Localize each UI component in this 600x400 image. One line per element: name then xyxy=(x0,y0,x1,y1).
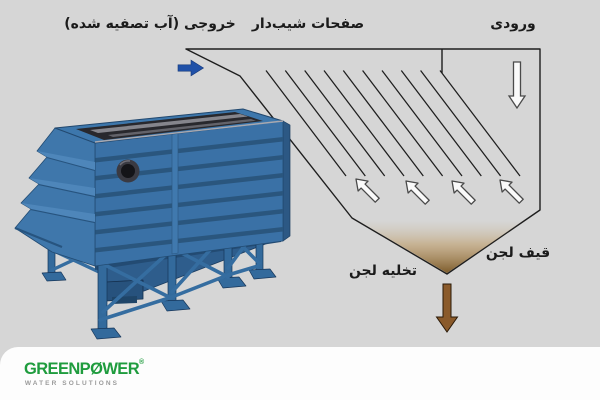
logo-brand-text: GREENPØWER xyxy=(24,360,140,378)
tank-outline xyxy=(185,48,541,275)
greenpower-logo: GREENPØWER® WATER SOLUTIONS xyxy=(24,354,144,387)
machine-right-edge xyxy=(282,120,291,242)
machine-body xyxy=(94,120,291,267)
plate-line xyxy=(284,70,366,177)
clarifier-3d-render xyxy=(14,108,291,340)
plate-line xyxy=(362,70,444,177)
settling-arrow-icon xyxy=(350,173,383,206)
logo-registered-mark: ® xyxy=(139,359,145,366)
settling-arrow-icon xyxy=(400,175,433,208)
machine-foot xyxy=(216,276,247,289)
machine-foot xyxy=(248,268,277,280)
plate-line xyxy=(342,70,424,177)
plate-line xyxy=(381,70,463,177)
tank-wall-path xyxy=(185,48,541,275)
plate-line xyxy=(420,70,502,177)
machine-foot xyxy=(160,299,191,312)
outlet-arrow-icon xyxy=(177,59,205,77)
inclined-plates xyxy=(265,70,521,177)
plate-line xyxy=(304,70,386,177)
discharge-arrow-icon xyxy=(435,283,459,333)
plate-line xyxy=(323,70,405,177)
inlet-arrow-icon xyxy=(508,61,526,109)
machine-top-cover xyxy=(54,108,284,144)
logo-subtitle: WATER SOLUTIONS xyxy=(24,380,120,387)
plate-line xyxy=(265,70,347,177)
label-inclined-plates: صفحات شیب‌دار xyxy=(251,16,365,32)
settling-arrow-icon xyxy=(494,174,527,207)
machine-port-icon xyxy=(116,159,140,183)
machine-step-slope xyxy=(14,127,96,267)
footer-band: GREENPØWER® WATER SOLUTIONS xyxy=(0,347,600,400)
label-sludge-discharge: تخلیه لجن xyxy=(348,263,418,279)
machine-foot xyxy=(90,327,122,340)
plate-line xyxy=(400,70,482,177)
sludge-gradient xyxy=(357,220,525,273)
settling-arrow-icon xyxy=(446,175,479,208)
plate-line xyxy=(439,70,521,177)
settling-flow-arrows xyxy=(350,173,527,208)
machine-ribs xyxy=(95,137,283,253)
machine-stiffener xyxy=(171,132,179,255)
label-sludge-hopper: قیف لجن xyxy=(485,245,551,261)
label-outlet: خروجی (آب تصفیه شده) xyxy=(64,16,236,32)
label-inlet: ورودی xyxy=(490,16,536,32)
